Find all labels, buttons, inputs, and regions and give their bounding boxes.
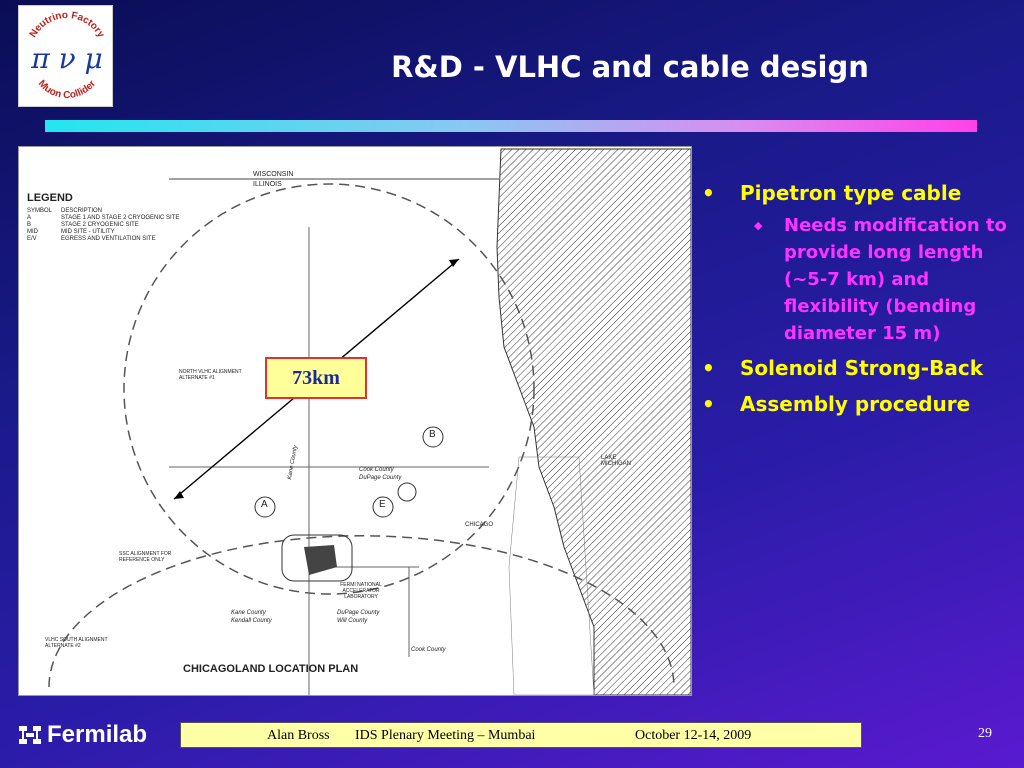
page-number: 29	[978, 726, 992, 741]
bullet-dot-icon: •	[702, 392, 715, 416]
distance-label-box: 73km	[265, 357, 367, 399]
site-b-circle	[422, 426, 444, 448]
south-ring	[48, 535, 675, 688]
lake-michigan-hatch	[496, 148, 691, 695]
fermilab-campus-box	[281, 534, 353, 582]
ssc-alignment-label: SSC ALIGNMENT FOR REFERENCE ONLY	[119, 551, 172, 563]
site-c-circle	[397, 482, 417, 502]
arrow-head-bottom	[174, 491, 184, 499]
wisconsin-label: WISCONSIN	[253, 171, 294, 178]
vlhc-ring	[123, 183, 535, 595]
arrow-head-top	[449, 259, 459, 267]
cook-county-label: Cook County	[359, 467, 394, 473]
bullet-item: • Pipetron type cable	[702, 178, 1014, 208]
fermilab-label: FERMI NATIONAL ACCELERATOR LABORATORY	[340, 582, 382, 600]
illinois-label: ILLINOIS	[253, 181, 282, 188]
will-county-label: Will County	[337, 618, 368, 624]
footer-bar: Alan Bross IDS Plenary Meeting – Mumbai …	[180, 722, 862, 748]
site-e-marker: E	[379, 499, 386, 510]
footer-meeting: IDS Plenary Meeting – Mumbai	[355, 728, 536, 743]
dupage-county-2-label: DuPage County	[337, 610, 380, 616]
dupage-county-label: DuPage County	[359, 475, 402, 481]
north-alignment-label: NORTH VLHC ALIGNMENT ALTERNATE #1	[179, 369, 242, 381]
fermilab-logo: Fermilab	[17, 720, 147, 750]
site-e-circle	[372, 496, 394, 518]
fermilab-site	[304, 545, 337, 575]
fermilab-wordmark: Fermilab	[47, 721, 148, 748]
logo-graphic: Neutrino Factory Muon Collider π ν μ	[28, 10, 107, 101]
chicago-label: CHICAGO	[465, 522, 494, 528]
svg-text:Neutrino Factory: Neutrino Factory	[28, 10, 107, 40]
site-a-marker: A	[261, 499, 268, 510]
south-alignment-label: VLHC SOUTH ALIGNMENT ALTERNATE #2	[45, 637, 108, 649]
bullet-dot-icon: •	[702, 181, 715, 205]
svg-text:Muon Collider: Muon Collider	[36, 78, 98, 101]
bullet-list: • Pipetron type cable ◆ Needs modificati…	[702, 178, 1014, 425]
bullet-text: Solenoid Strong-Back	[740, 356, 983, 380]
sub-bullet-item: ◆ Needs modification to provide long len…	[702, 212, 1014, 347]
chicago-area	[508, 456, 595, 695]
site-b-marker: B	[429, 429, 436, 440]
title-divider-bar	[45, 120, 977, 132]
slide-title: R&D - VLHC and cable design	[391, 50, 869, 84]
bullet-dot-icon: •	[702, 356, 715, 380]
map-drawing	[48, 148, 691, 695]
sub-bullet-text: Needs modification to provide long lengt…	[784, 215, 1007, 344]
lake-michigan-label: LAKE MICHIGAN	[601, 455, 631, 467]
legend-title: LEGEND	[27, 192, 73, 204]
bullet-text: Assembly procedure	[740, 392, 971, 416]
map-heading: CHICAGOLAND LOCATION PLAN	[183, 663, 359, 675]
fermilab-mark-icon	[19, 726, 41, 744]
diamond-bullet-icon: ◆	[754, 219, 763, 232]
bullet-item: • Assembly procedure	[702, 389, 1014, 419]
bullet-item: • Solenoid Strong-Back	[702, 353, 1014, 383]
cook-county-2-label: Cook County	[411, 647, 446, 653]
site-a-circle	[254, 496, 276, 518]
kane-county-label: Kane County	[231, 610, 266, 616]
footer-date: October 12-14, 2009	[635, 728, 752, 743]
bullet-text: Pipetron type cable	[740, 181, 962, 205]
logo-top-text: Neutrino Factory	[28, 10, 107, 40]
footer-author: Alan Bross	[267, 728, 330, 743]
logo-symbols: π ν μ	[30, 42, 102, 75]
kendall-county-label: Kendall County	[231, 618, 272, 624]
logo-bottom-text: Muon Collider	[36, 78, 98, 101]
neutrino-factory-logo: Neutrino Factory Muon Collider π ν μ	[18, 5, 113, 107]
